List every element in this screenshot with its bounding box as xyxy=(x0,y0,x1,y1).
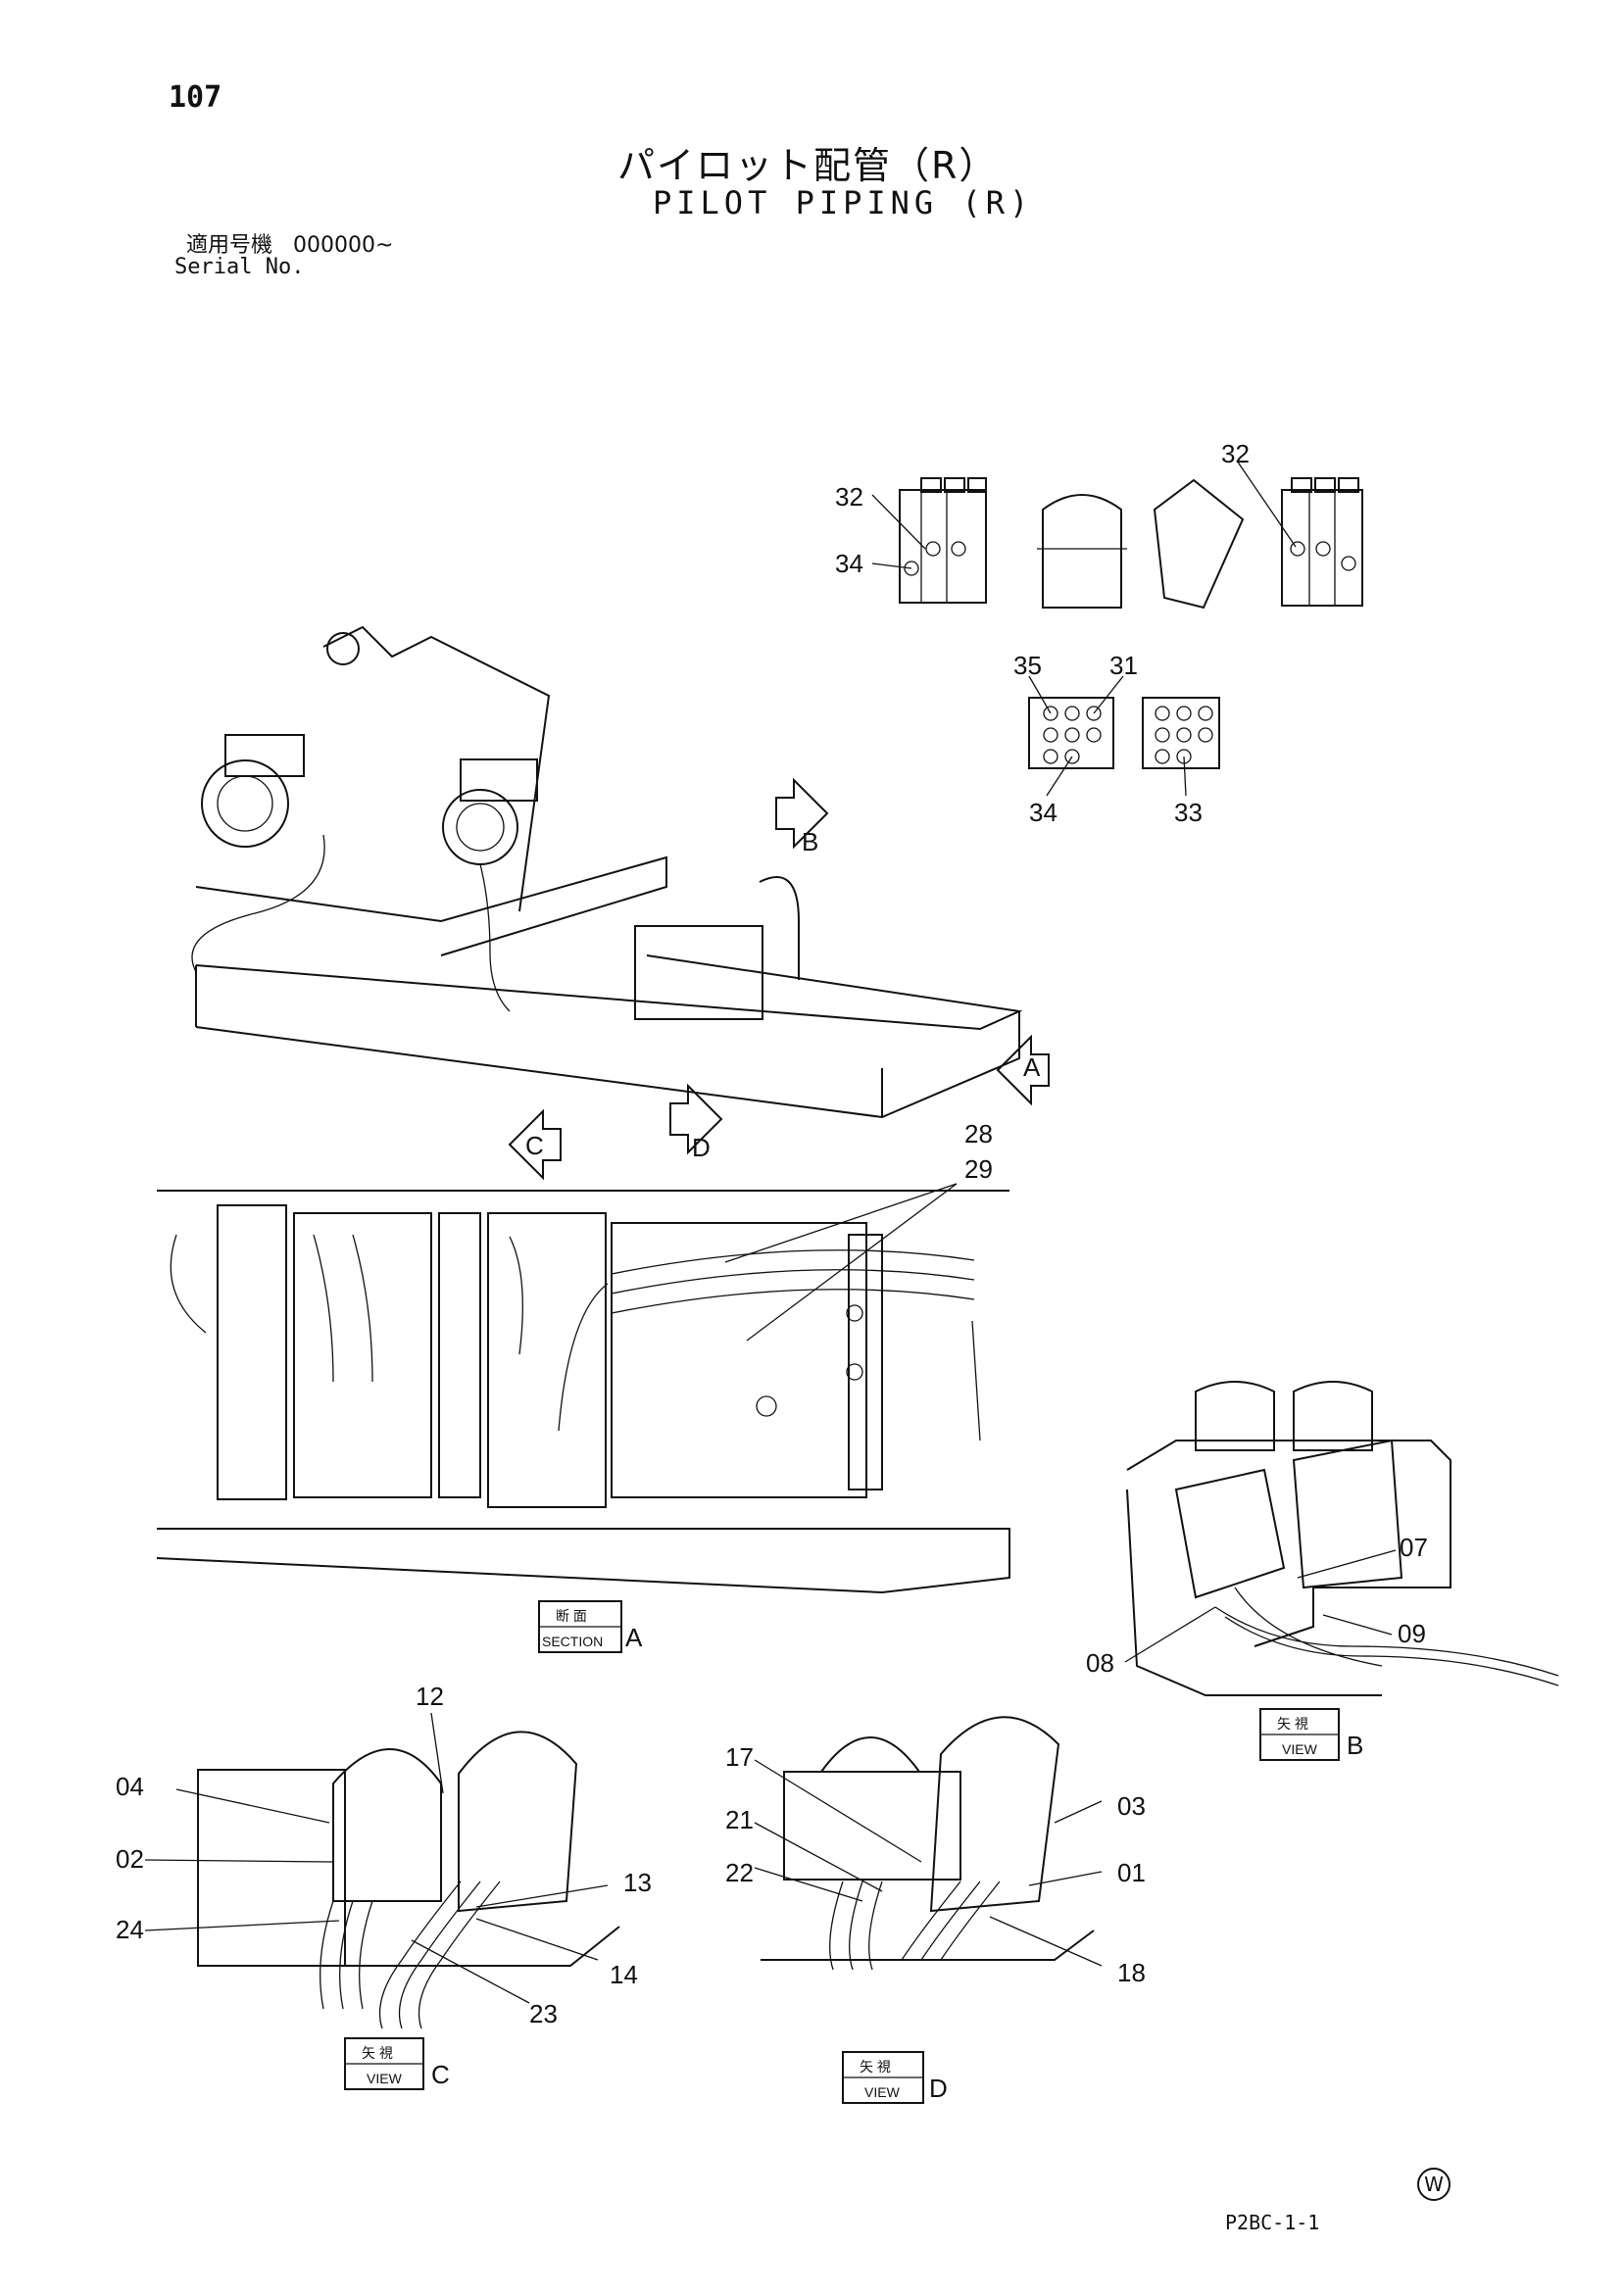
callout-pointer-lines xyxy=(724,1183,1397,1663)
svg-text:C: C xyxy=(431,2060,450,2089)
serial-value: 000000~ xyxy=(293,233,394,258)
view-d-label: 矢 視 VIEW D xyxy=(842,2051,948,2104)
svg-text:A: A xyxy=(1023,1052,1041,1082)
callout-21: 21 xyxy=(725,1805,754,1834)
callout-17: 17 xyxy=(725,1742,754,1772)
view-c-label: 矢 視 VIEW C xyxy=(344,2037,450,2090)
svg-text:C: C xyxy=(525,1131,544,1160)
callout-35: 35 xyxy=(1013,651,1042,680)
view-d-drawing xyxy=(754,1716,1103,1971)
drawing-code: P2BC-1-1 xyxy=(1225,2211,1320,2234)
svg-text:A: A xyxy=(625,1623,643,1652)
svg-text:D: D xyxy=(692,1133,711,1162)
svg-text:矢 視: 矢 視 xyxy=(860,2059,891,2075)
callout-18: 18 xyxy=(1117,1958,1146,1987)
callout-32: 32 xyxy=(1221,439,1250,468)
serial-label-en: Serial No. xyxy=(174,255,305,279)
part-callouts: 32 34 32 35 31 34 33 28 29 07 09 08 12 0… xyxy=(116,439,1428,2028)
callout-33: 33 xyxy=(1174,798,1203,827)
callout-04: 04 xyxy=(116,1772,144,1801)
upper-frame-structure xyxy=(191,625,1023,1119)
callout-32: 32 xyxy=(835,482,863,512)
watermark-mark: W xyxy=(1417,2168,1451,2201)
callout-22: 22 xyxy=(725,1858,754,1887)
svg-text:VIEW: VIEW xyxy=(367,2071,403,2086)
callout-28: 28 xyxy=(964,1119,993,1148)
svg-text:SECTION: SECTION xyxy=(542,1634,603,1649)
callout-13: 13 xyxy=(623,1868,652,1897)
callout-08: 08 xyxy=(1086,1648,1114,1678)
serial-line-jp: 適用号機 000000~ xyxy=(186,227,393,259)
svg-text:VIEW: VIEW xyxy=(1282,1741,1318,1757)
callout-03: 03 xyxy=(1117,1791,1146,1821)
svg-text:矢 視: 矢 視 xyxy=(362,2045,393,2061)
callout-02: 02 xyxy=(116,1844,144,1874)
callout-09: 09 xyxy=(1398,1619,1426,1648)
leader-lines xyxy=(871,460,1297,797)
view-c-drawing xyxy=(144,1712,620,2029)
callout-34: 34 xyxy=(835,549,863,578)
view-b-label: 矢 視 VIEW B xyxy=(1259,1708,1363,1761)
callout-24: 24 xyxy=(116,1915,144,1944)
svg-text:D: D xyxy=(929,2074,948,2103)
callout-23: 23 xyxy=(529,1999,558,2028)
svg-text:矢 視: 矢 視 xyxy=(1277,1716,1308,1732)
section-a-label: 断 面 SECTION A xyxy=(538,1600,643,1653)
callout-34: 34 xyxy=(1029,798,1057,827)
page-number: 107 xyxy=(169,80,222,115)
arrow-b: B xyxy=(775,777,829,856)
view-b-drawing xyxy=(1126,1381,1559,1696)
callout-01: 01 xyxy=(1117,1858,1146,1887)
svg-text:VIEW: VIEW xyxy=(864,2084,901,2100)
page-title-en: PILOT PIPING (R) xyxy=(653,184,1034,221)
serial-label-jp: 適用号機 xyxy=(186,233,273,258)
arrow-a: A xyxy=(996,1034,1050,1106)
arrow-c: C xyxy=(508,1108,562,1181)
svg-text:断 面: 断 面 xyxy=(556,1608,587,1624)
callout-14: 14 xyxy=(610,1960,638,1989)
arrow-d: D xyxy=(669,1083,723,1162)
section-a-drawing xyxy=(156,1190,1010,1594)
pilot-valve-group-top xyxy=(899,477,1363,769)
callout-31: 31 xyxy=(1109,651,1138,680)
svg-text:B: B xyxy=(802,827,818,856)
svg-text:B: B xyxy=(1347,1731,1363,1760)
callout-07: 07 xyxy=(1400,1533,1428,1562)
page-title-jp: パイロット配管（R） xyxy=(617,144,999,187)
callout-12: 12 xyxy=(416,1682,444,1711)
callout-29: 29 xyxy=(964,1154,993,1184)
